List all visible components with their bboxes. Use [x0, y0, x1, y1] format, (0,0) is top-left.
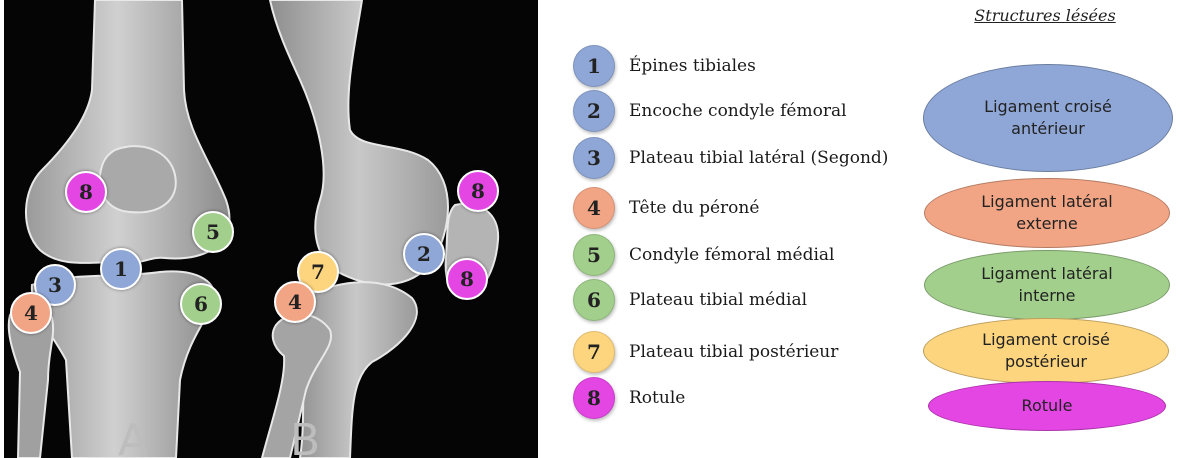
legend-item: 8 Rotule [573, 376, 685, 420]
knee-xray-illustration: A B [0, 0, 545, 458]
legend-number-badge: 6 [573, 279, 615, 321]
legend-label: Plateau tibial médial [629, 290, 807, 310]
legend-number-badge: 3 [573, 137, 615, 179]
legend-label: Encoche condyle fémoral [629, 101, 847, 121]
legend-number-badge: 2 [573, 90, 615, 132]
legend-label: Tête du péroné [629, 198, 759, 218]
legend-number-badge: 4 [573, 187, 615, 229]
legend-item: 1 Épines tibiales [573, 44, 756, 88]
legend-number-badge: 7 [573, 331, 615, 373]
legend-label: Rotule [629, 388, 685, 408]
marker-patella-b-top: 8 [457, 170, 499, 212]
structure-line: antérieur [1011, 119, 1085, 138]
structure-line: Ligament latéral [981, 192, 1112, 211]
legend-item: 5 Condyle fémoral médial [573, 233, 834, 277]
legend-label: Condyle fémoral médial [629, 245, 834, 265]
marker-patella-b-bottom: 8 [446, 258, 488, 300]
structure-line: postérieur [1005, 352, 1087, 371]
structure-line: Ligament latéral [981, 264, 1112, 283]
view-b-label: B [290, 415, 320, 458]
legend-item: 2 Encoche condyle fémoral [573, 89, 847, 133]
marker-femoral-notch: 2 [403, 233, 445, 275]
legend-number-badge: 8 [573, 377, 615, 419]
structure-pcl: Ligament croisé postérieur [923, 318, 1169, 384]
structure-patella: Rotule [928, 381, 1166, 431]
legend-item: 6 Plateau tibial médial [573, 278, 807, 322]
legend-item: 3 Plateau tibial latéral (Segond) [573, 136, 888, 180]
legend-item: 4 Tête du péroné [573, 186, 759, 230]
legend-label: Plateau tibial latéral (Segond) [629, 148, 888, 168]
legend-label: Épines tibiales [629, 56, 756, 76]
legend-number-badge: 1 [573, 45, 615, 87]
marker-tibial-spines: 1 [100, 248, 142, 290]
legend-label: Plateau tibial postérieur [629, 342, 838, 362]
marker-patella-a: 8 [65, 171, 107, 213]
patella-a [100, 146, 176, 212]
structure-line: externe [1016, 214, 1077, 233]
view-a-label: A [118, 415, 148, 458]
marker-fibular-head-a: 4 [10, 292, 52, 334]
structure-line: Rotule [1022, 396, 1073, 415]
structure-mcl: Ligament latéral interne [924, 250, 1170, 320]
marker-medial-condyle: 5 [192, 211, 234, 253]
marker-fibular-head-b: 4 [274, 281, 316, 323]
structure-acl: Ligament croisé antérieur [923, 64, 1173, 172]
structure-line: interne [1019, 286, 1076, 305]
structures-title: Structures lésées [950, 6, 1140, 25]
legend-item: 7 Plateau tibial postérieur [573, 330, 838, 374]
structure-lcl: Ligament latéral externe [924, 178, 1170, 248]
structure-line: Ligament croisé [984, 97, 1112, 116]
structure-line: Ligament croisé [982, 330, 1110, 349]
legend-number-badge: 5 [573, 234, 615, 276]
marker-medial-plateau: 6 [180, 283, 222, 325]
